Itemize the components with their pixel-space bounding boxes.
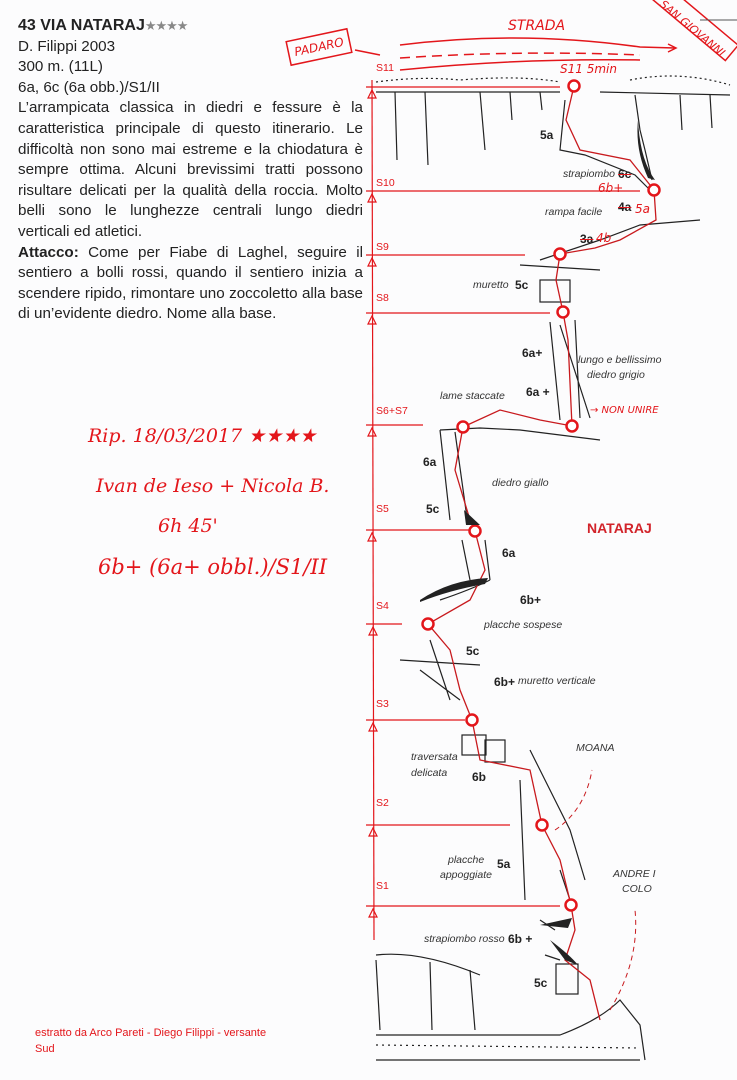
station-label-s11: S11 [376,62,394,74]
station-lines [366,79,640,941]
rock-drawing [375,75,731,1061]
note-repeat-date: Rip. 18/03/2017 ★★★★ [88,425,317,447]
station-label-s4: S4 [376,600,389,612]
note-grade: 6b+ (6a+ obbl.)/S1/II [98,555,328,579]
note-placche-sospese: placche sospese [484,619,563,631]
note-time: 6h 45' [158,515,218,537]
route-author: D. Filippi 2003 [18,37,116,55]
grade-correction: 4b [596,231,612,245]
route-line [426,85,657,1021]
note-diedro-grigio: diedro grigio [587,369,645,381]
grade-label: 6a [423,455,437,469]
grade-label: 5c [466,644,480,658]
note-delicata: delicata [411,767,448,779]
exit-label: S11 5min [560,62,617,76]
note-climbers: Ivan de Ieso + Nicola B. [96,475,330,497]
grade-label: 6a + [526,385,550,399]
note-diedro-giallo: diedro giallo [492,477,549,489]
road-drawing [285,0,737,71]
source-credit: estratto da Arco Pareti - Diego Filippi … [35,1027,267,1055]
overhang-shapes [420,120,655,965]
note-strapiombo-rosso: strapiombo rosso [424,933,505,945]
note-placche: placche [448,854,485,866]
station-label-s8: S8 [376,292,389,304]
approach-text: Come per Fiabe di Laghel, seguire il sen… [18,243,363,323]
grade-label: 3a [580,232,594,246]
belay-stations [421,79,661,912]
grade-label: 6a [502,546,516,560]
route-description-text: L’arrampicata classica in diedri e fessu… [18,99,363,240]
grade-label: 6b + [508,932,533,946]
note-lungo: lungo e bellissimo [578,354,662,366]
grade-label: 5c [426,502,440,516]
note-muretto-verticale: muretto verticale [518,675,596,687]
variant-moana-path [554,769,593,831]
approach-label: Attacco: [18,243,79,261]
station-label-s1: S1 [376,880,389,892]
route-description: 43 VIA NATARAJ★★★★ D. Filippi 2003 300 m… [18,16,363,325]
road-label: STRADA [508,18,566,34]
route-title: 43 VIA NATARAJ [18,17,145,34]
note-appoggiate: appoggiate [440,869,492,881]
note-strapiombo: strapiombo [563,168,615,180]
route-length: 300 m. (11L) [18,58,103,76]
grade-label: 6a+ [522,346,543,360]
grade-label: 5a [497,857,511,871]
station-label-s3: S3 [376,698,389,710]
note-rampa-facile: rampa facile [545,206,603,218]
route-grades: 6a, 6c (6a obb.)/S1/II [18,78,160,96]
station-label-s10: S10 [376,177,395,189]
variant-andreicolo-label-1: ANDRE I [613,868,656,880]
variant-andreicolo-label-2: COLO [622,883,652,895]
grade-label: 5c [534,976,548,990]
station-label-s9: S9 [376,241,389,253]
do-not-join-label: → NON UNIRE [590,405,659,416]
grade-correction: 5a [635,202,650,216]
grade-label: 6b+ [520,593,542,607]
approach-paragraph: Attacco: Come per Fiabe di Laghel, segui… [18,243,363,325]
note-muretto: muretto [473,279,509,291]
grade-label: 6b+ [494,675,516,689]
grade-label: 5c [515,278,529,292]
variant-andreicolo-path [609,909,637,1011]
grade-label: 6c [618,167,632,181]
station-label-s5: S5 [376,503,389,515]
variant-moana-label: MOANA [576,742,615,754]
grade-label: 4a [618,200,632,214]
grade-label: 5a [540,128,554,142]
rating-stars: ★★★★ [144,18,189,33]
note-traversata: traversata [411,751,458,763]
station-label-s6-s7: S6+S7 [376,405,408,417]
route-name-label: NATARAJ [587,520,652,536]
station-label-s2: S2 [376,797,389,809]
grade-correction: 6b+ [598,181,624,195]
note-lame-staccate: lame staccate [440,390,505,402]
grade-label: 6b [472,770,487,784]
